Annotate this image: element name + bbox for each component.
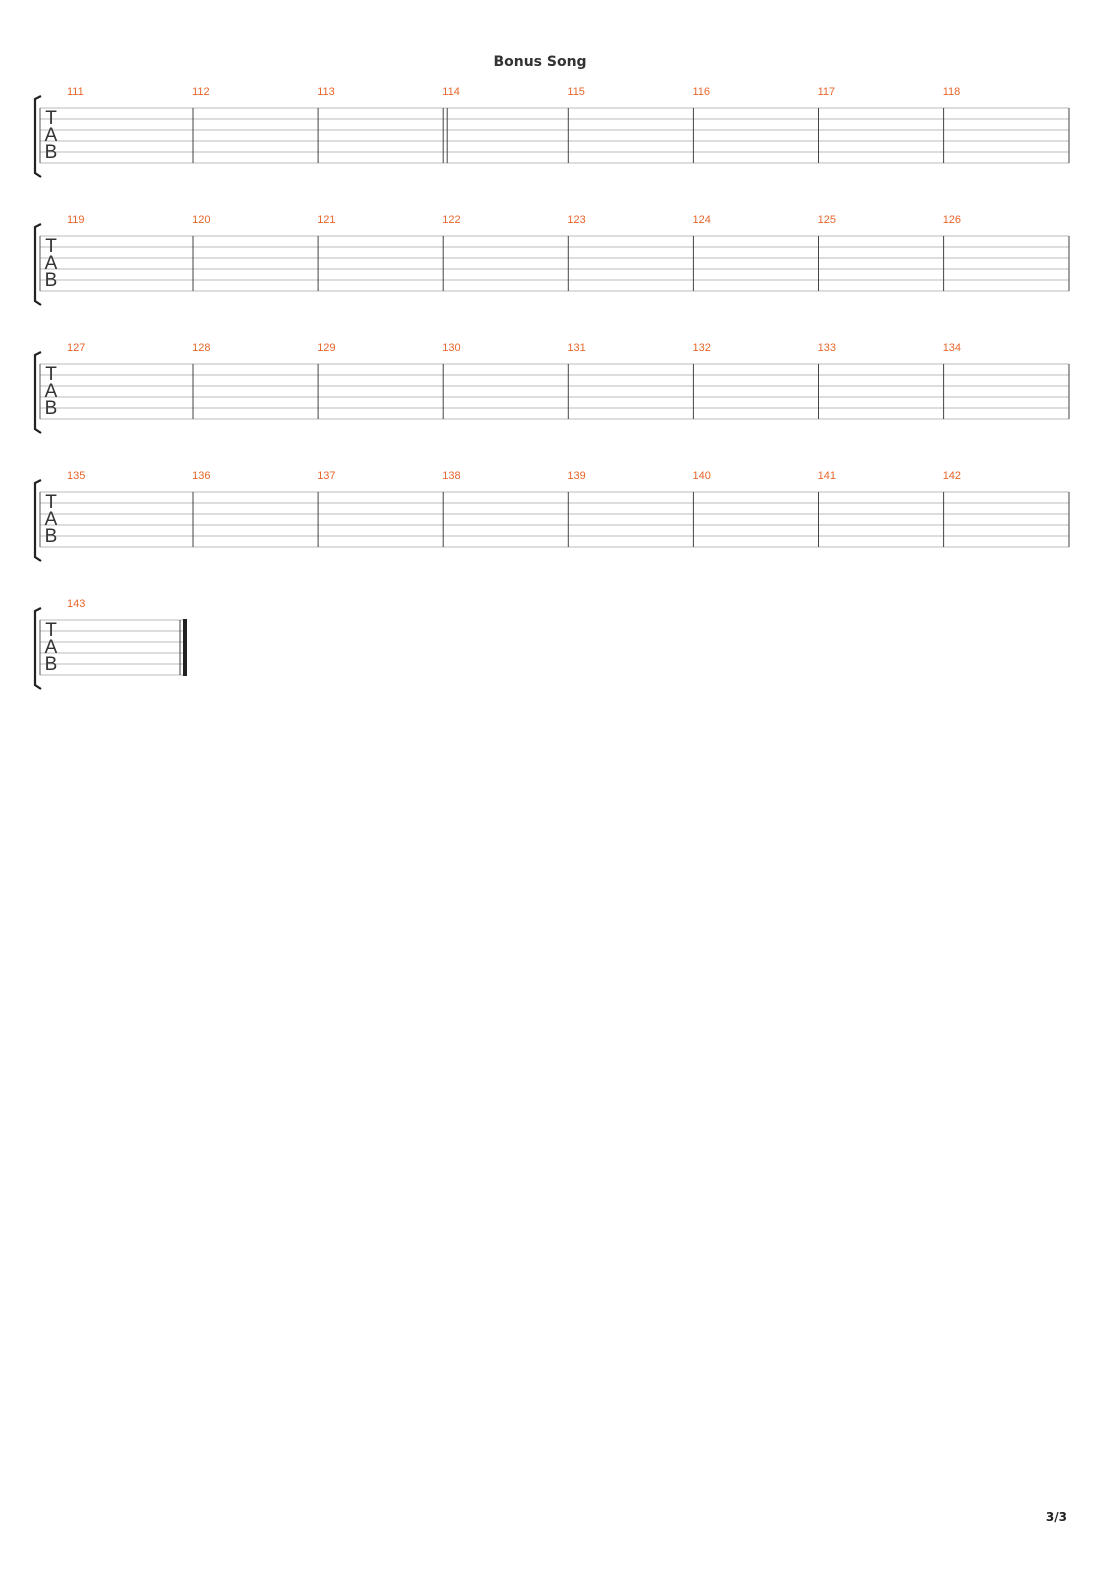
measure-number: 142 bbox=[943, 470, 961, 482]
measure-number: 143 bbox=[67, 598, 85, 610]
measure-number: 133 bbox=[818, 342, 836, 354]
tab-staff: TAB 143 bbox=[33, 598, 187, 690]
tab-clef-letter: T bbox=[45, 492, 57, 513]
measure-number: 115 bbox=[567, 86, 585, 98]
measure-number: 138 bbox=[442, 470, 460, 482]
measure-number: 123 bbox=[567, 214, 585, 226]
tab-clef-letter: B bbox=[45, 654, 58, 675]
measure-number: 111 bbox=[67, 86, 84, 98]
measure-number: 130 bbox=[442, 342, 460, 354]
tab-clef-letter: A bbox=[45, 381, 58, 402]
tab-staff: TAB 135 136 137 138 139 140 141 142 bbox=[33, 470, 1070, 562]
measure-number: 127 bbox=[67, 342, 85, 354]
measure-number: 124 bbox=[693, 214, 711, 226]
measure-number: 139 bbox=[567, 470, 585, 482]
measure-number: 126 bbox=[943, 214, 961, 226]
measure-number: 131 bbox=[567, 342, 585, 354]
tab-clef-letter: A bbox=[45, 637, 58, 658]
tab-staff: TAB 111 112 113 114 115 116 117 118 bbox=[33, 86, 1070, 178]
tab-clef-letter: A bbox=[45, 253, 58, 274]
tab-staff: TAB 119 120 121 122 123 124 125 126 bbox=[33, 214, 1070, 306]
measure-number: 122 bbox=[442, 214, 460, 226]
tab-clef-letter: T bbox=[45, 364, 57, 385]
measure-number: 135 bbox=[67, 470, 85, 482]
measure-number: 125 bbox=[818, 214, 836, 226]
tab-clef-letter: A bbox=[45, 125, 58, 146]
system-bracket bbox=[33, 351, 42, 434]
tab-clef-letter: T bbox=[45, 108, 57, 129]
measure-number: 128 bbox=[192, 342, 210, 354]
measure-number: 129 bbox=[317, 342, 335, 354]
measure-number: 134 bbox=[943, 342, 961, 354]
measure-number: 136 bbox=[192, 470, 210, 482]
page-title: Bonus Song bbox=[493, 54, 587, 70]
tab-clef-letter: T bbox=[45, 236, 57, 257]
page-number: 3/3 bbox=[1045, 1510, 1067, 1524]
measure-number: 114 bbox=[442, 86, 460, 98]
tab-clef-letter: T bbox=[45, 620, 57, 641]
tab-clef-letter: B bbox=[45, 142, 58, 163]
system-bracket bbox=[33, 223, 42, 306]
tab-clef-letter: B bbox=[45, 526, 58, 547]
tab-staff: TAB 127 128 129 130 131 132 133 134 bbox=[33, 342, 1070, 434]
measure-number: 121 bbox=[317, 214, 335, 226]
measure-number: 113 bbox=[317, 86, 335, 98]
system-bracket bbox=[33, 95, 42, 178]
measure-number: 119 bbox=[67, 214, 85, 226]
tab-clef-letter: B bbox=[45, 270, 58, 291]
measure-number: 112 bbox=[192, 86, 210, 98]
system-bracket bbox=[33, 479, 42, 562]
tab-clef-letter: A bbox=[45, 509, 58, 530]
measure-number: 116 bbox=[693, 86, 711, 98]
tab-clef-letter: B bbox=[45, 398, 58, 419]
measure-number: 137 bbox=[317, 470, 335, 482]
system-bracket bbox=[33, 607, 42, 690]
measure-number: 141 bbox=[818, 470, 836, 482]
measure-number: 117 bbox=[818, 86, 836, 98]
measure-number: 120 bbox=[192, 214, 210, 226]
measure-number: 140 bbox=[693, 470, 711, 482]
measure-number: 118 bbox=[943, 86, 961, 98]
measure-number: 132 bbox=[693, 342, 711, 354]
